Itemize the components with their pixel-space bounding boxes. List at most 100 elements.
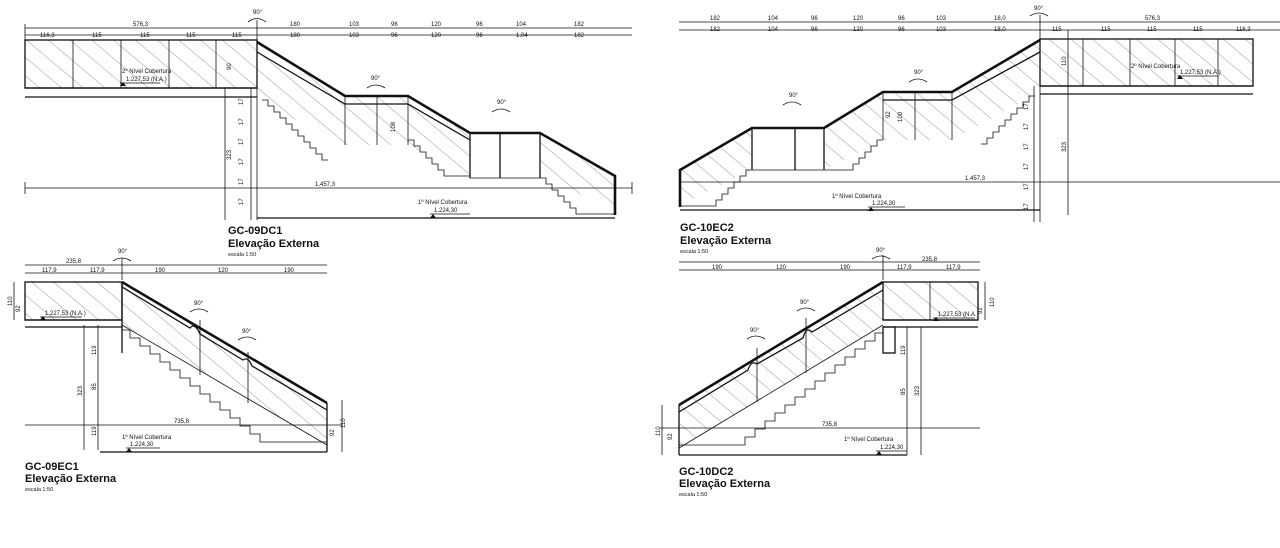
dim-height: 323 bbox=[78, 385, 84, 396]
level-marker-icon bbox=[1177, 75, 1183, 79]
level-marker-icon bbox=[120, 82, 126, 86]
dim: 120 bbox=[431, 22, 442, 28]
angle-label: 90° bbox=[194, 301, 204, 307]
level-label: 2º Nível Cobertura bbox=[122, 68, 172, 75]
dim: 17 bbox=[1024, 123, 1030, 130]
dim: 120 bbox=[853, 16, 864, 22]
dim: 96 bbox=[476, 33, 483, 39]
dim-height: 119 bbox=[901, 345, 907, 355]
drawing-scale: escala 1:50 bbox=[228, 252, 256, 258]
dim: 190 bbox=[712, 265, 723, 271]
angle-label: 90° bbox=[118, 249, 128, 255]
dim: 96 bbox=[898, 16, 905, 22]
dim-height: 92 bbox=[330, 429, 336, 436]
level-value: 1.224,30 bbox=[130, 442, 154, 448]
dim: 17 bbox=[239, 138, 245, 145]
dim: 180 bbox=[290, 22, 301, 28]
dim: 115 bbox=[1147, 27, 1157, 33]
rotation-arrow-icon bbox=[189, 308, 209, 313]
level-marker-icon bbox=[876, 451, 882, 455]
drawing-code: GC-10EC2 bbox=[680, 222, 734, 234]
level-value: 1.227,53 (N.A.) bbox=[938, 312, 979, 318]
dim: 116,3 bbox=[1236, 27, 1251, 33]
dim: 190 bbox=[840, 265, 851, 271]
dim: 104 bbox=[768, 27, 779, 33]
dim-height: 85 bbox=[92, 383, 98, 390]
drawing-scale: escala 1:50 bbox=[680, 249, 708, 255]
level-value: 1.224,30 bbox=[872, 201, 896, 207]
dim-height: 85 bbox=[901, 388, 907, 395]
drawing-gc-09dc1: 576,3 116,3 115 115 115 115 180 103 96 1… bbox=[24, 10, 633, 258]
dim: 117,9 bbox=[897, 265, 912, 271]
drawing-view-title: Elevação Externa bbox=[679, 478, 771, 490]
drawing-scale: escala 1:50 bbox=[679, 492, 707, 498]
angle-label: 90° bbox=[371, 76, 381, 82]
level-value: 1.227,53 (N.A.) bbox=[45, 311, 86, 317]
drawing-scale: escala 1:50 bbox=[25, 487, 53, 493]
dim-height: 110 bbox=[1062, 56, 1068, 66]
rotation-arrow-icon bbox=[247, 18, 267, 23]
rotation-arrow-icon bbox=[112, 257, 132, 262]
drawing-gc-10ec2: 182 104 96 120 96 103 18,0 182 104 96 12… bbox=[678, 6, 1280, 255]
dim: 17 bbox=[1024, 203, 1030, 210]
dim-height: 110 bbox=[341, 418, 347, 428]
rotation-arrow-icon bbox=[366, 84, 386, 89]
dim: 17 bbox=[239, 178, 245, 185]
dim-height: 119 bbox=[92, 426, 98, 436]
dim: 18,0 bbox=[994, 27, 1006, 33]
level-marker-icon bbox=[40, 316, 46, 320]
rotation-arrow-icon bbox=[871, 255, 891, 260]
drawing-code: GC-09EC1 bbox=[25, 461, 79, 473]
dim: 17 bbox=[1024, 183, 1030, 190]
level-label: 1º Nível Cobertura bbox=[122, 434, 172, 441]
dim: 17 bbox=[1024, 143, 1030, 150]
dim: 115 bbox=[140, 33, 150, 39]
dim: 120 bbox=[776, 265, 787, 271]
rotation-arrow-icon bbox=[491, 108, 511, 113]
dim: 120 bbox=[218, 268, 229, 274]
dim-height: 92 bbox=[16, 305, 22, 312]
dim: 115 bbox=[1052, 27, 1062, 33]
dim: 190 bbox=[155, 268, 166, 274]
dim-height: 323 bbox=[227, 149, 233, 160]
dim-total-left: 576,3 bbox=[133, 22, 149, 28]
dim-total: 235,8 bbox=[922, 257, 938, 263]
dim: 17 bbox=[1024, 163, 1030, 170]
dim: 96 bbox=[476, 22, 483, 28]
level-value: 1.224,30 bbox=[880, 445, 904, 451]
angle-label: 90° bbox=[789, 93, 799, 99]
level-label: 1º Nível Cobertura bbox=[844, 436, 894, 443]
level-value: 1.224,30 bbox=[434, 208, 458, 214]
level-value: 1.227,53 (N.A.) bbox=[1180, 70, 1221, 76]
rotation-arrow-icon bbox=[237, 336, 257, 341]
dim-height: 323 bbox=[915, 385, 921, 396]
level-marker-icon bbox=[933, 317, 939, 321]
dim: 190 bbox=[284, 268, 295, 274]
dim: 104 bbox=[768, 16, 779, 22]
angle-label: 90° bbox=[1034, 6, 1044, 12]
dim: 116,3 bbox=[40, 33, 55, 39]
rotation-arrow-icon bbox=[796, 307, 816, 312]
drawing-code: GC-10DC2 bbox=[679, 466, 733, 478]
dim: 96 bbox=[811, 27, 818, 33]
dim: 115 bbox=[92, 33, 102, 39]
dim: 96 bbox=[391, 22, 398, 28]
rotation-arrow-icon bbox=[746, 335, 766, 340]
level-marker-icon bbox=[430, 214, 436, 218]
drawing-view-title: Elevação Externa bbox=[228, 238, 320, 250]
angle-label: 90° bbox=[253, 10, 263, 16]
dim-height: 92 bbox=[978, 307, 984, 314]
dim: 115 bbox=[186, 33, 196, 39]
dim: 104 bbox=[516, 22, 527, 28]
drawing-view-title: Elevação Externa bbox=[680, 235, 772, 247]
dim-height: 110 bbox=[656, 426, 662, 436]
dim-total: 1.457,3 bbox=[315, 182, 336, 188]
dim: 18,0 bbox=[994, 16, 1006, 22]
dim-total: 735,8 bbox=[174, 419, 190, 425]
dim: 182 bbox=[710, 27, 721, 33]
dim: 17 bbox=[1024, 103, 1030, 110]
dim-height: 100 bbox=[898, 111, 904, 122]
dim-total: 735,8 bbox=[822, 422, 838, 428]
dim: 182 bbox=[574, 33, 585, 39]
